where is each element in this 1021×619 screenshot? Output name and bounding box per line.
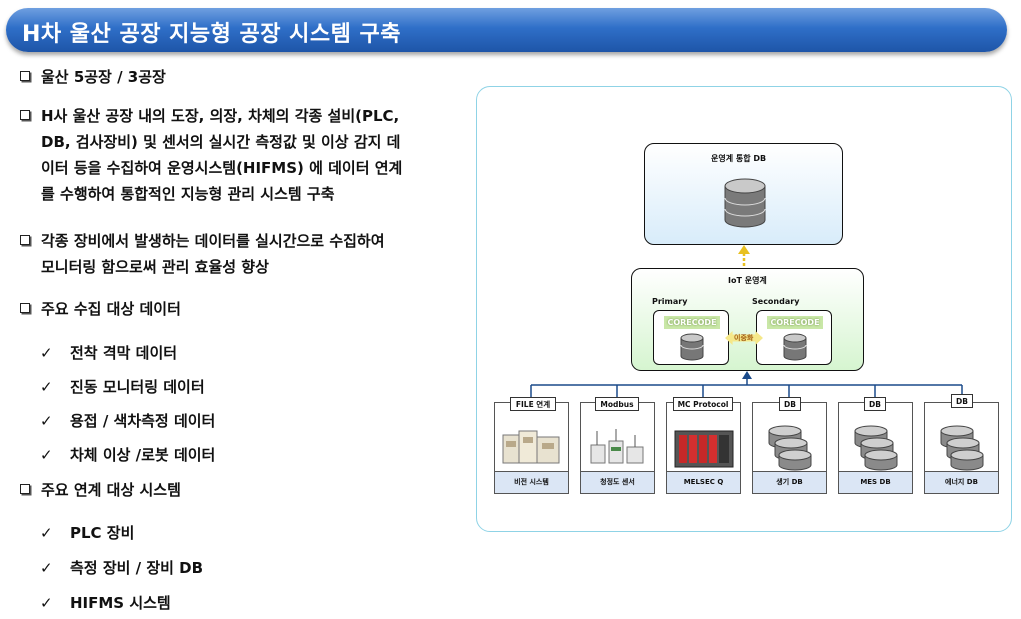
check-item: ✓차체 이상 /로봇 데이터 xyxy=(40,446,216,464)
check-icon: ✓ xyxy=(40,446,53,464)
secondary-server-box: CORECODE xyxy=(756,310,832,365)
check-icon: ✓ xyxy=(40,344,53,362)
bullet-plants: 울산 5공장 / 3공장 xyxy=(20,64,166,90)
plc-module-icon xyxy=(674,430,734,468)
integrated-db-box: 운영계 통합 DB xyxy=(644,143,843,245)
check-icon: ✓ xyxy=(40,524,53,542)
protocol-tag: Modbus xyxy=(595,397,639,411)
check-item: ✓측정 장비 / 장비 DB xyxy=(40,559,204,577)
protocol-tag: DB xyxy=(864,397,886,411)
protocol-tag: MC Protocol xyxy=(673,397,733,411)
protocol-tag: FILE 연계 xyxy=(510,397,556,411)
check-icon: ✓ xyxy=(40,412,53,430)
system-label: 비전 시스템 xyxy=(494,471,569,494)
checkbox-square-icon xyxy=(20,235,30,245)
database-icon xyxy=(940,425,984,471)
server-machine-icon xyxy=(502,430,560,464)
system-label: 청정도 센서 xyxy=(580,471,655,494)
check-item: ✓PLC 장비 xyxy=(40,524,135,542)
bullet-target-data: 주요 수집 대상 데이터 xyxy=(20,296,181,322)
system-label: MES DB xyxy=(838,471,913,494)
checkbox-square-icon xyxy=(20,303,30,313)
database-icon xyxy=(724,178,766,228)
redundancy-arrow xyxy=(725,331,763,345)
checkbox-square-icon xyxy=(20,110,30,120)
check-icon: ✓ xyxy=(40,594,53,612)
database-icon xyxy=(768,425,812,471)
bullet-target-systems: 주요 연계 대상 시스템 xyxy=(20,477,181,503)
page-title: H차 울산 공장 지능형 공장 시스템 구축 xyxy=(22,22,401,47)
bullet-overview: H사 울산 공장 내의 도장, 의장, 차체의 각종 설비(PLC, DB, 검… xyxy=(20,103,402,207)
check-item: ✓진동 모니터링 데이터 xyxy=(40,378,205,396)
checkbox-square-icon xyxy=(20,484,30,494)
check-icon: ✓ xyxy=(40,559,53,577)
sensor-device-icon xyxy=(590,429,644,464)
primary-server-box: CORECODE xyxy=(653,310,729,365)
system-label: 생기 DB xyxy=(752,471,827,494)
checkbox-square-icon xyxy=(20,71,30,81)
check-item: ✓HIFMS 시스템 xyxy=(40,594,171,612)
system-label: MELSEC Q xyxy=(666,471,741,494)
database-icon xyxy=(680,333,704,361)
title-bar: H차 울산 공장 지능형 공장 시스템 구축 xyxy=(6,8,1007,52)
protocol-tag: DB xyxy=(779,397,801,411)
database-icon xyxy=(854,425,898,471)
check-item: ✓용접 / 색차측정 데이터 xyxy=(40,412,216,430)
check-icon: ✓ xyxy=(40,378,53,396)
check-item: ✓전착 격막 데이터 xyxy=(40,344,178,362)
bullet-efficiency: 각종 장비에서 발생하는 데이터를 실시간으로 수집하여 모니터링 함으로써 관… xyxy=(20,228,385,280)
protocol-tag: DB xyxy=(951,394,973,408)
system-label: 에너지 DB xyxy=(924,471,999,494)
database-icon xyxy=(783,333,807,361)
